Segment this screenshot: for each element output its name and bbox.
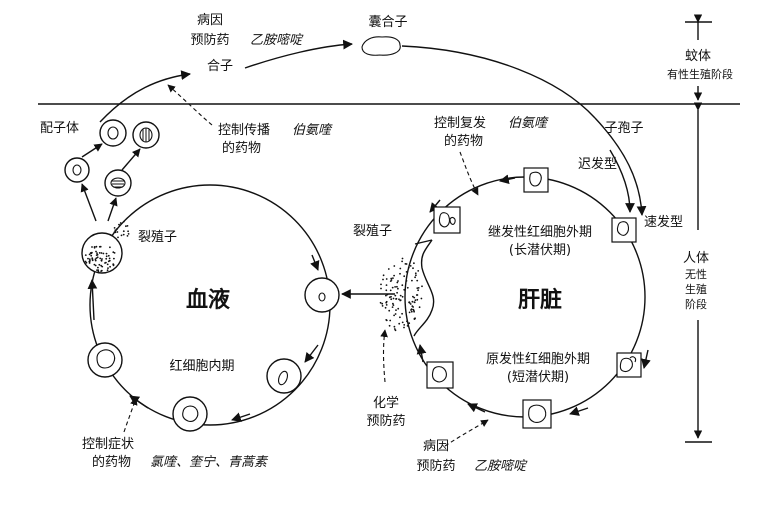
hepatocyte-delayed [611, 217, 637, 243]
arrow-gametocyte-4-to-3 [121, 148, 141, 171]
human-stage-sublabel-2: 生殖 [685, 282, 707, 296]
arrow-to-delayed-type [609, 149, 635, 213]
rbc-ring-stage [304, 277, 340, 313]
transmission-control-dashed-arrow [167, 84, 213, 126]
blood-merozoite-label: 裂殖子 [138, 229, 177, 245]
arrow-gametocyte-2-to-1 [81, 143, 103, 158]
gametocyte-label: 配子体 [40, 121, 79, 136]
zygote-label: 合子 [207, 59, 233, 74]
chem-prevention-dashed-arrow [380, 329, 388, 383]
blood-ring-arrow-lower-left [129, 395, 149, 409]
rbc-late-schizont [87, 342, 123, 378]
human-stage-bracket [685, 102, 712, 443]
bottom-cause-prevention-line2: 预防药 [416, 458, 455, 474]
symptom-control-dashed-arrow [123, 397, 138, 433]
top-cause-prevention-line1: 病因 [197, 13, 223, 28]
erythrocytic-stage-label: 红细胞内期 [169, 358, 234, 374]
symptom-control-line1: 控制症状 [82, 437, 134, 452]
liver-ring-arrow-left [416, 344, 427, 363]
arrow-to-rapid-type [594, 117, 647, 216]
hepatocyte-schizont-bottom [522, 399, 552, 429]
human-stage-sublabel-1: 无性 [685, 267, 707, 281]
gametocyte-cell-4-striped [104, 169, 132, 197]
arrow-zygote-to-oocyst [244, 39, 353, 69]
primary-exoerythrocytic-line2: (短潜伏期) [507, 370, 569, 385]
relapse-primaquine-label: 伯氨喹 [508, 116, 549, 131]
top-pyrimethamine-label: 乙胺嘧啶 [250, 33, 304, 48]
transmission-primaquine-label: 伯氨喹 [292, 123, 333, 138]
transmission-control-line2: 的药物 [222, 140, 261, 156]
hepatocyte-rapid [616, 352, 642, 378]
secondary-exoerythrocytic-line2: (长潜伏期) [509, 243, 571, 258]
mosquito-stage-label: 蚊体 [685, 49, 711, 64]
primary-exoerythrocytic-line1: 原发性红细胞外期 [486, 351, 590, 367]
hepatocyte-schizont-left [426, 361, 454, 389]
bottom-pyrimethamine-label: 乙胺嘧啶 [474, 459, 528, 474]
liver-ring-arrow-bottom [569, 406, 589, 416]
rbc-trophozoite [266, 358, 302, 394]
blood-ring-arrow-bottom [231, 412, 251, 422]
symptom-drugs-label: 氯喹、奎宁、青蒿素 [150, 455, 269, 470]
human-stage-sublabel-3: 阶段 [685, 297, 707, 311]
blood-ring-arrow-right [310, 254, 320, 271]
relapse-control-line1: 控制复发 [434, 115, 486, 131]
liver-ring-arrow-top [499, 174, 516, 185]
sporozoite-label: 子孢子 [604, 121, 643, 136]
symptom-control-line2: 的药物 [92, 454, 131, 470]
arrow-gametocyte-to-zygote [99, 70, 191, 123]
liver-ring-arrow-right [641, 349, 651, 369]
blood-ring-arrow-lower-right [304, 344, 319, 363]
gametocyte-cell-2 [64, 157, 90, 183]
secondary-exoerythrocytic-line1: 继发性红细胞外期 [488, 224, 592, 240]
mosquito-stage-bracket [685, 14, 712, 101]
gametocyte-cell-3-striped [132, 121, 160, 149]
arrow-oocyst-to-sporozoite [401, 45, 596, 119]
liver-ring-arrow-upper-left [429, 199, 441, 213]
chem-prevention-line2: 预防药 [366, 413, 405, 429]
mosquito-stage-sublabel: 有性生殖阶段 [667, 67, 733, 81]
bottom-cause-prevention-line1: 病因 [423, 439, 449, 454]
hepatocyte-hypnozoite-top [523, 167, 549, 193]
arrow-to-gametocyte-4 [107, 197, 118, 222]
bottom-cause-prevention-dashed-arrow [444, 419, 489, 447]
oocyst-shape [361, 36, 401, 56]
blood-title: 血液 [186, 287, 230, 313]
transmission-control-line1: 控制传播 [218, 123, 270, 138]
liver-title: 肝脏 [518, 287, 562, 313]
relapse-control-line2: 的药物 [444, 133, 483, 149]
chem-prevention-line1: 化学 [373, 395, 399, 411]
rbc-ruptured-merozoites [81, 220, 130, 274]
delayed-type-label: 迟发型 [578, 156, 617, 172]
human-stage-label: 人体 [683, 251, 709, 266]
top-cause-prevention-line2: 预防药 [190, 32, 229, 48]
blood-ring-arrow-left [87, 279, 98, 321]
arrow-to-gametocyte-2 [80, 183, 97, 222]
hepatocyte-hypnozoite-left [433, 206, 461, 234]
oocyst-label: 囊合子 [368, 14, 407, 30]
ruptured-hepatocyte [379, 239, 435, 337]
rapid-type-label: 速发型 [644, 214, 683, 230]
liver-merozoite-label: 裂殖子 [353, 223, 392, 239]
relapse-control-dashed-arrow [459, 151, 479, 196]
rbc-early-schizont [172, 396, 208, 432]
liver-ring-arrow-lower-left [467, 403, 486, 413]
gametocyte-cell-1 [99, 119, 127, 147]
